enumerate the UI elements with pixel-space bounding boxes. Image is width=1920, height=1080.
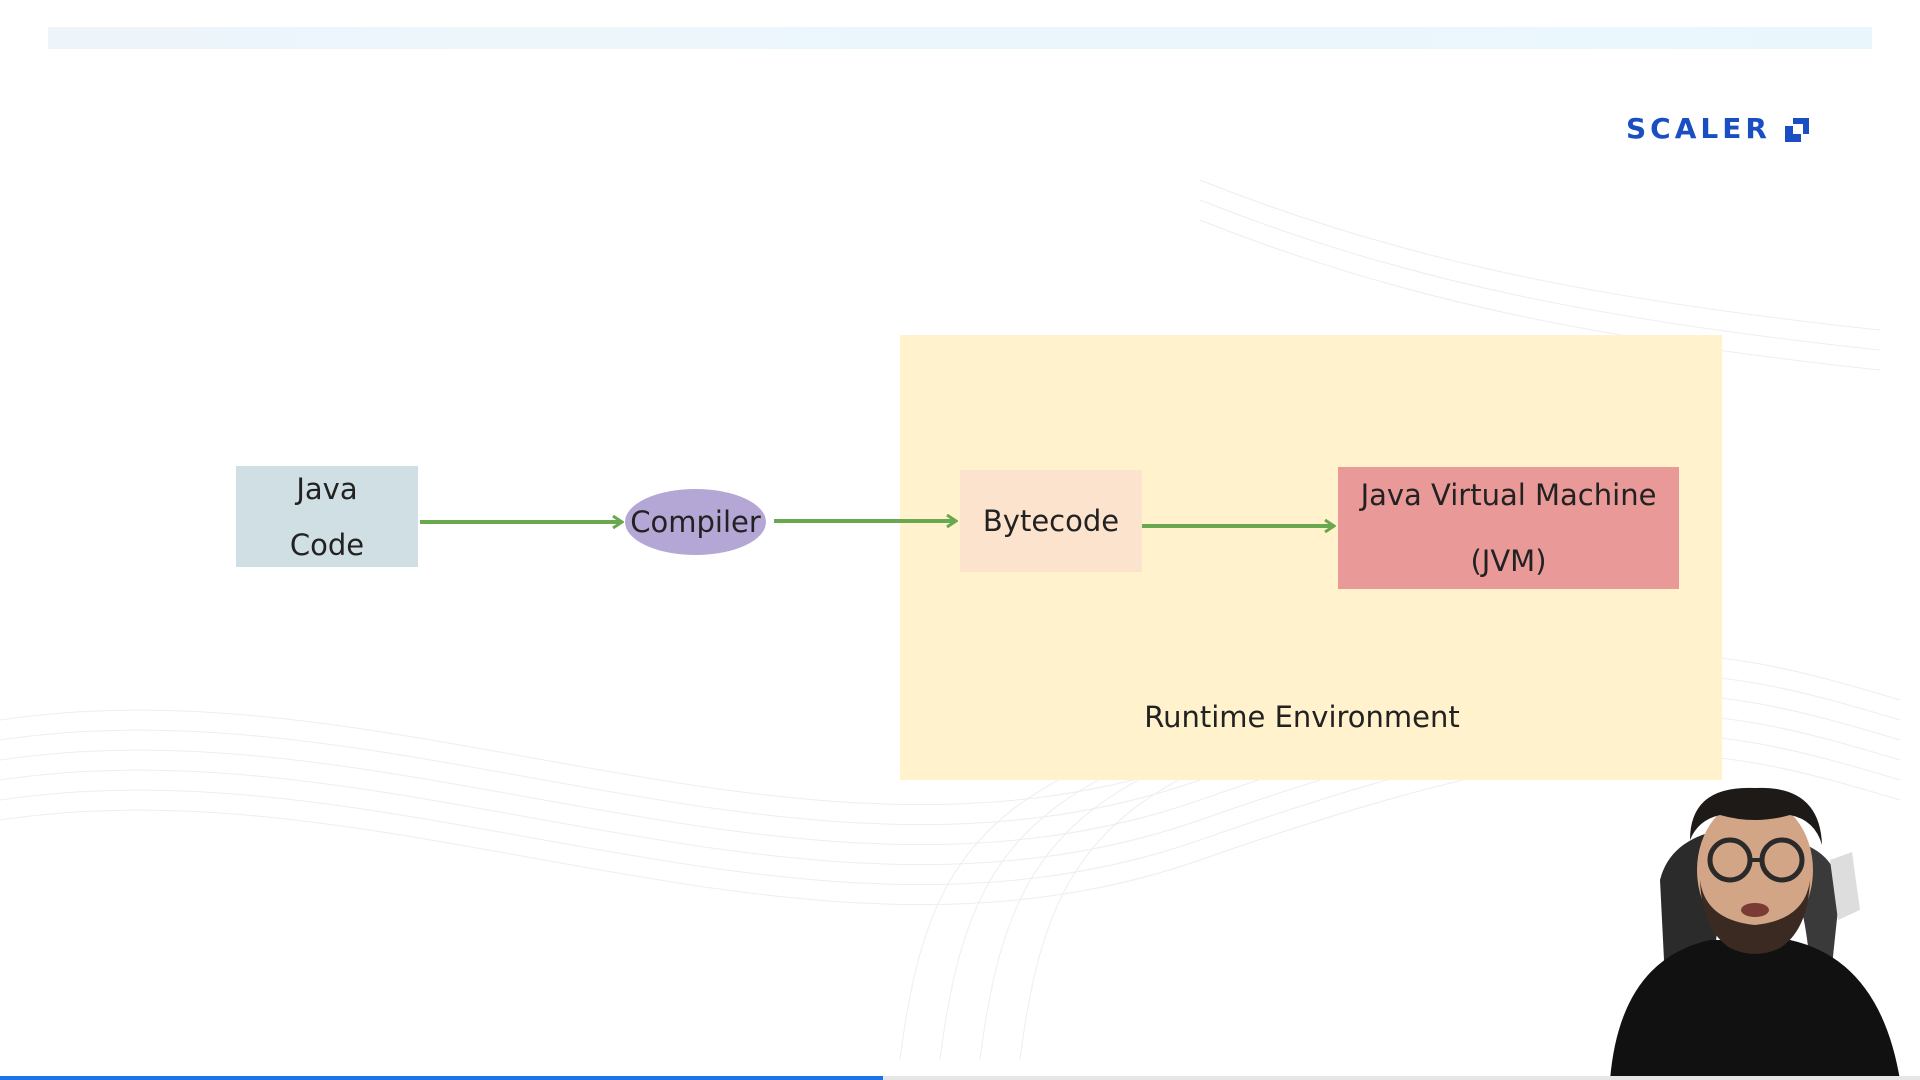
compiler-label: Compiler [630,505,761,539]
scaler-logo-icon [1784,117,1809,142]
jvm-label-line2: (JVM) [1470,544,1547,578]
bytecode-box: Bytecode [960,470,1142,572]
presenter-webcam-overlay [1610,787,1900,1080]
top-banner-strip [48,27,1872,49]
video-progress-track[interactable] [0,1076,1920,1080]
runtime-environment-label: Runtime Environment [1144,700,1460,734]
java-code-box: Java Code [236,466,418,567]
java-code-label-line1: Java [296,471,358,506]
jvm-label-line1: Java Virtual Machine [1360,478,1657,512]
bytecode-label: Bytecode [982,504,1120,538]
logo-wordmark: SCALER [1626,112,1771,145]
java-code-label-line2: Code [289,527,365,562]
jvm-box: Java Virtual Machine (JVM) [1338,467,1679,589]
video-progress-fill [0,1076,884,1080]
scaler-logo: SCALER [1626,112,1811,145]
compiler-ellipse: Compiler [625,489,766,555]
